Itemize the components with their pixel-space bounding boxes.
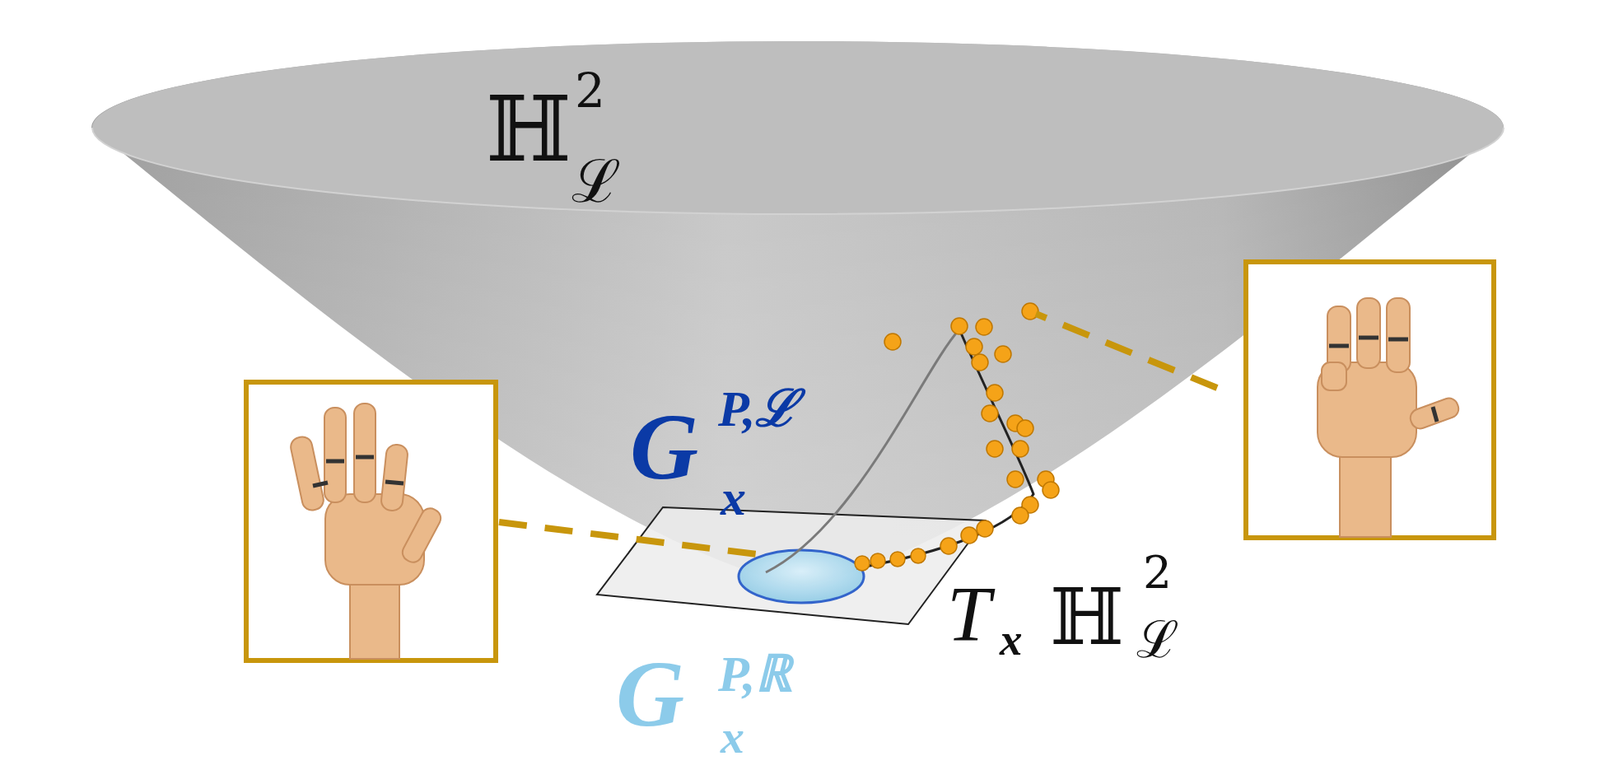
hyperboloid	[91, 41, 1504, 587]
hand-curled-frame	[1245, 261, 1494, 538]
subscript: ℒ	[571, 151, 621, 211]
superscript: 2	[574, 66, 606, 115]
superscript: P,ℝ	[718, 648, 792, 700]
superscript: P,ℒ	[718, 382, 798, 434]
subscript: x	[720, 471, 747, 523]
data-points	[854, 303, 1059, 571]
trajectory-curve	[856, 329, 1034, 569]
subscript: x	[720, 713, 745, 761]
space-symbol: ℍ	[1049, 578, 1125, 657]
space-symbol: ℍ	[485, 83, 572, 175]
leader-line	[499, 522, 770, 556]
space-symbol: T	[946, 575, 991, 654]
gaussian-ellipse	[738, 550, 864, 603]
leader-line	[1035, 313, 1218, 388]
hand-open-frame	[246, 382, 496, 661]
tangent-plane	[597, 507, 985, 625]
symbol: G	[615, 646, 685, 742]
superscript: 2	[1142, 550, 1172, 596]
symbol: G	[629, 399, 699, 495]
geodesic-curve	[765, 329, 960, 573]
subscript: ℒ	[1136, 614, 1180, 666]
subscript: x	[999, 616, 1023, 663]
